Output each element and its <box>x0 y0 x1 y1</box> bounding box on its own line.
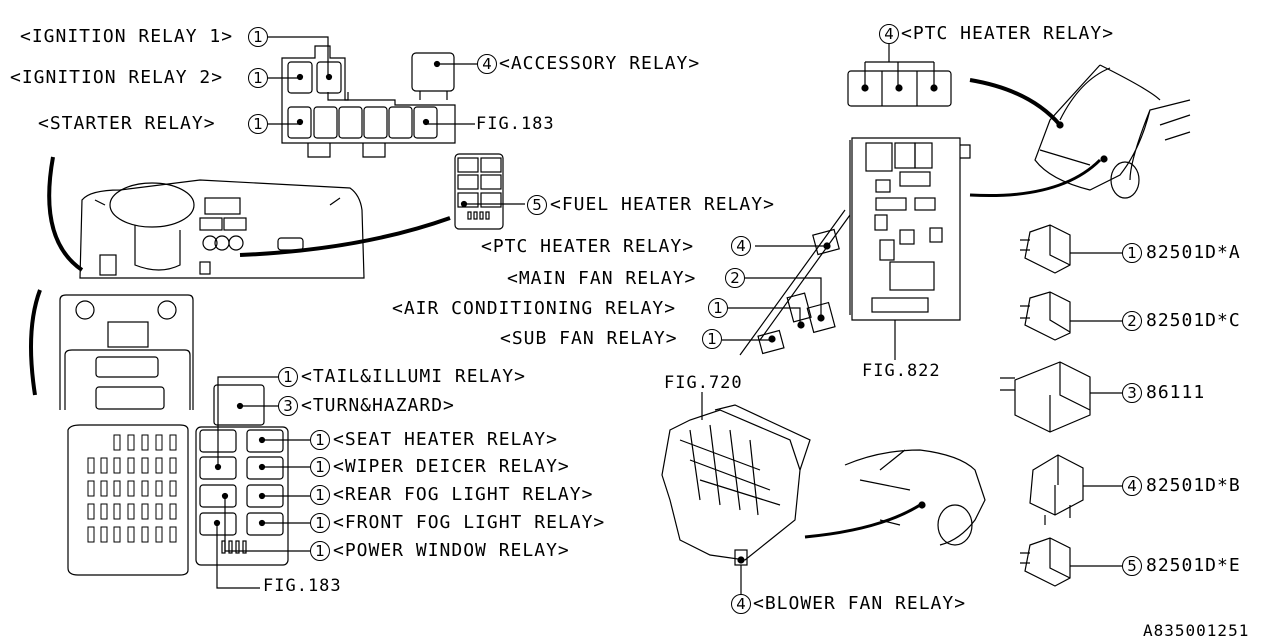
rear-fog-light-relay-callout-number: 1 <box>310 485 330 505</box>
fig-720-reference[interactable]: FIG.720 <box>664 373 743 393</box>
seat-heater-relay-label: <SEAT HEATER RELAY> <box>333 429 558 450</box>
tail-illumi-relay-label: <TAIL&ILLUMI RELAY> <box>301 366 526 387</box>
diagram-id-code: A835001251 <box>1143 621 1250 640</box>
sub-fan-relay-label: <SUB FAN RELAY> <box>500 328 678 349</box>
blower-fan-relay-label: <BLOWER FAN RELAY> <box>753 593 967 614</box>
power-window-relay-label: <POWER WINDOW RELAY> <box>333 540 570 561</box>
wiper-deicer-relay-callout-number: 1 <box>310 457 330 477</box>
front-fog-light-relay-label: <FRONT FOG LIGHT RELAY> <box>333 512 606 533</box>
part-3-number[interactable]: 86111 <box>1146 382 1206 403</box>
power-window-relay-callout-number: 1 <box>310 541 330 561</box>
starter-relay-label: <STARTER RELAY> <box>38 113 216 134</box>
engine-fuse-box <box>739 137 971 360</box>
part-2-number[interactable]: 82501D*C <box>1146 310 1241 331</box>
hvac-unit-illustration <box>661 392 811 595</box>
main-fan-relay-label: <MAIN FAN RELAY> <box>507 268 697 289</box>
ptc-heater-relay-top-callout-number: 4 <box>879 24 899 44</box>
fig-822-reference[interactable]: FIG.822 <box>862 361 941 381</box>
fuel-heater-relay-block <box>454 153 525 230</box>
accessory-relay-label: <ACCESSORY RELAY> <box>499 53 701 74</box>
turn-hazard-callout-number: 3 <box>278 396 298 416</box>
accessory-relay-callout-number: 4 <box>477 54 497 74</box>
part-1-callout-number: 1 <box>1122 243 1142 263</box>
part-4-number[interactable]: 82501D*B <box>1146 475 1241 496</box>
part-4-callout-number: 4 <box>1122 476 1142 496</box>
part-1-number[interactable]: 82501D*A <box>1146 242 1241 263</box>
ignition-relay-2-callout-number: 1 <box>248 68 268 88</box>
lower-relay-block <box>195 384 289 566</box>
part-2-callout-number: 2 <box>1122 311 1142 331</box>
tail-illumi-relay-callout-number: 1 <box>278 367 298 387</box>
car-front-illustration <box>1034 64 1191 199</box>
sub-fan-relay-callout-number: 1 <box>702 329 722 349</box>
fig-183-bottom-reference[interactable]: FIG.183 <box>263 576 342 596</box>
seat-heater-relay-callout-number: 1 <box>310 430 330 450</box>
ptc-heater-relay-block <box>847 42 952 107</box>
ptc-heater-relay-mid-label: <PTC HEATER RELAY> <box>481 236 695 257</box>
turn-hazard-label: <TURN&HAZARD> <box>301 395 455 416</box>
ignition-relay-1-callout-number: 1 <box>248 27 268 47</box>
air-conditioning-relay-label: <AIR CONDITIONING RELAY> <box>392 298 677 319</box>
ignition-relay-1-label: <IGNITION RELAY 1> <box>20 26 234 47</box>
part-5-number[interactable]: 82501D*E <box>1146 555 1241 576</box>
fuel-heater-relay-label: <FUEL HEATER RELAY> <box>550 194 775 215</box>
ignition-relay-2-label: <IGNITION RELAY 2> <box>10 67 224 88</box>
dashboard-illustration <box>79 179 365 279</box>
ptc-heater-relay-mid-callout-number: 4 <box>731 236 751 256</box>
top-relay-block <box>281 45 456 158</box>
interior-fuse-block <box>59 294 194 576</box>
main-fan-relay-callout-number: 2 <box>725 268 745 288</box>
front-fog-light-relay-callout-number: 1 <box>310 513 330 533</box>
ptc-heater-relay-top-label: <PTC HEATER RELAY> <box>901 23 1115 44</box>
relay-part-icons <box>1000 224 1122 587</box>
part-3-callout-number: 3 <box>1122 383 1142 403</box>
fuel-heater-relay-callout-number: 5 <box>527 195 547 215</box>
car-rear-illustration <box>844 449 986 546</box>
part-5-callout-number: 5 <box>1122 556 1142 576</box>
wiper-deicer-relay-label: <WIPER DEICER RELAY> <box>333 456 570 477</box>
air-conditioning-relay-callout-number: 1 <box>708 298 728 318</box>
fig-183-top-reference[interactable]: FIG.183 <box>476 114 555 134</box>
blower-fan-relay-callout-number: 4 <box>731 594 751 614</box>
rear-fog-light-relay-label: <REAR FOG LIGHT RELAY> <box>333 484 594 505</box>
starter-relay-callout-number: 1 <box>248 114 268 134</box>
